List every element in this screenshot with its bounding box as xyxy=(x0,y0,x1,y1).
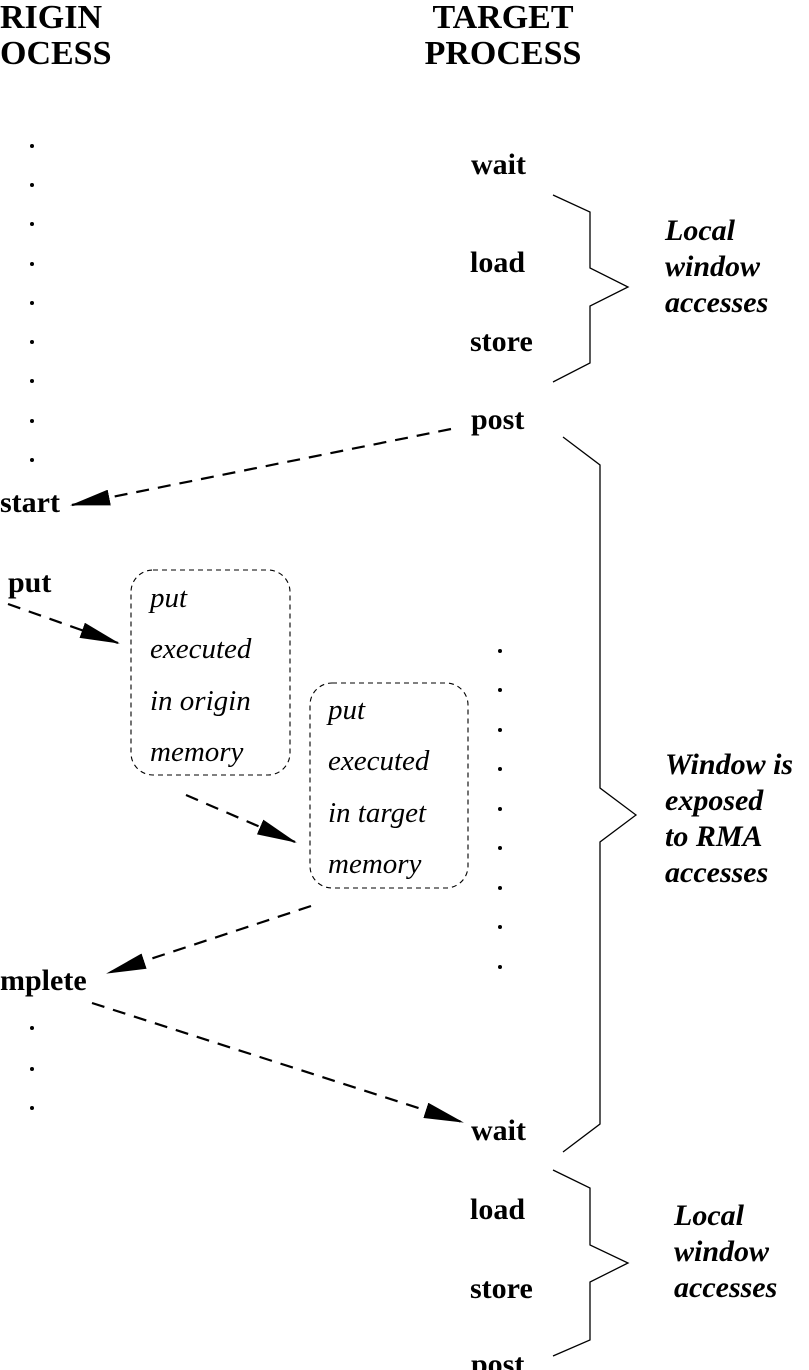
target-box-line: in target xyxy=(328,797,427,829)
target-post-label: post xyxy=(471,403,525,436)
box-target-memory xyxy=(309,682,469,889)
origin-box-line: put xyxy=(150,582,188,614)
target-store-label: store xyxy=(470,325,533,358)
origin-ellipsis-dot xyxy=(30,222,34,226)
origin-put-label: put xyxy=(8,566,52,599)
origin-ellipsis-dot xyxy=(30,1106,34,1110)
box-origin-memory xyxy=(130,569,291,776)
target-header-line1: TARGET xyxy=(432,0,574,36)
origin-ellipsis-dot xyxy=(30,301,34,305)
target-post-label: post xyxy=(471,1348,525,1370)
target-box-line: put xyxy=(328,694,366,726)
note-line: to RMA xyxy=(665,820,763,853)
target-load-label: load xyxy=(470,1193,526,1226)
target-box-line: memory xyxy=(328,848,422,880)
note-line: accesses xyxy=(665,286,769,319)
target-ellipsis-dot xyxy=(498,688,502,692)
target-box-line: executed xyxy=(328,745,430,777)
origin-ellipsis-dot xyxy=(30,183,34,187)
target-store-label: store xyxy=(470,1272,533,1305)
window-exposed-note: Window is exposed to RMA accesses xyxy=(665,747,793,891)
origin-box-line: memory xyxy=(150,736,244,768)
target-ellipsis-dot xyxy=(498,767,502,771)
target-process-header: TARGET PROCESS xyxy=(417,0,589,72)
target-wait-label: wait xyxy=(471,1114,526,1147)
note-line: window xyxy=(665,250,761,283)
origin-process-header: RIGIN OCESS xyxy=(0,0,112,72)
origin-header-line2: OCESS xyxy=(0,35,112,72)
target-ellipsis-dot xyxy=(498,728,502,732)
target-ellipsis-dot xyxy=(498,649,502,653)
note-line: window xyxy=(674,1235,770,1268)
local-window-accesses-note: Local window accesses xyxy=(674,1198,777,1306)
origin-ellipsis-dot xyxy=(30,262,34,266)
origin-box-line: executed xyxy=(150,633,252,665)
origin-ellipsis-dot xyxy=(30,379,34,383)
brace-local-2 xyxy=(552,1169,630,1357)
origin-ellipsis-dot xyxy=(30,144,34,148)
origin-ellipsis-dot xyxy=(30,419,34,423)
note-line: Window is xyxy=(665,748,794,781)
origin-box-line: in origin xyxy=(150,685,251,717)
note-line: exposed xyxy=(665,784,764,817)
target-ellipsis-dot xyxy=(498,925,502,929)
arrow-complete-to-wait xyxy=(91,1001,464,1124)
origin-ellipsis-dot xyxy=(30,340,34,344)
arrow-origin-box-to-target-box xyxy=(185,793,297,844)
origin-ellipsis-dot xyxy=(30,458,34,462)
target-header-line2: PROCESS xyxy=(424,35,582,72)
arrow-put-to-origin-box xyxy=(7,602,120,645)
local-window-accesses-note: Local window accesses xyxy=(665,213,768,321)
target-ellipsis-dot xyxy=(498,886,502,890)
origin-header-line1: RIGIN xyxy=(0,0,103,36)
note-line: Local xyxy=(674,1199,744,1232)
target-load-label: load xyxy=(470,246,526,279)
target-ellipsis-dot xyxy=(498,846,502,850)
origin-start-label: start xyxy=(0,486,60,519)
arrow-post-to-start xyxy=(70,427,452,507)
target-wait-label: wait xyxy=(471,148,526,181)
target-ellipsis-dot xyxy=(498,965,502,969)
target-ellipsis-dot xyxy=(498,807,502,811)
arrow-target-box-to-complete xyxy=(106,904,312,975)
origin-ellipsis-dot xyxy=(30,1026,34,1030)
note-line: Local xyxy=(665,214,735,247)
note-line: accesses xyxy=(665,856,769,889)
origin-complete-label: mplete xyxy=(0,964,87,997)
brace-local-1 xyxy=(552,194,630,383)
note-line: accesses xyxy=(674,1271,778,1304)
origin-ellipsis-dot xyxy=(30,1067,34,1071)
brace-exposed xyxy=(562,436,638,1153)
